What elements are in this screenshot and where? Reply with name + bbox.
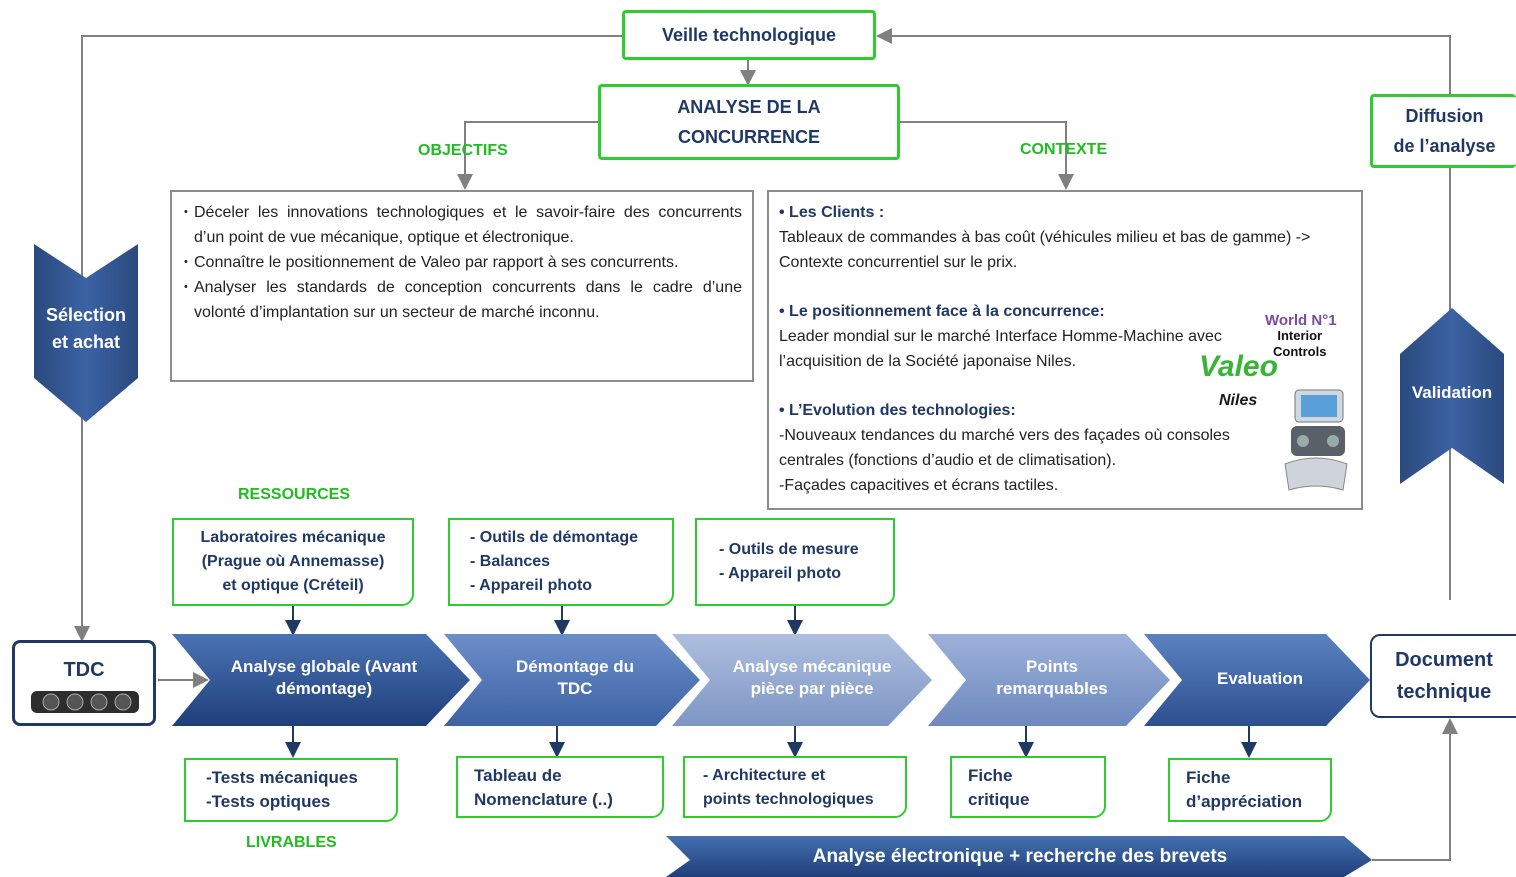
process-3-line: Analyse mécanique bbox=[732, 657, 892, 676]
valeo-wordmark: Valeo bbox=[1199, 350, 1278, 383]
ressource-2-line: - Outils de démontage bbox=[470, 529, 639, 546]
process-2-line: TDC bbox=[557, 679, 593, 698]
position-title: • Le positionnement face à la concurrenc… bbox=[779, 303, 1105, 320]
process-arrow-1 bbox=[172, 634, 470, 726]
ressource-2-line: - Balances bbox=[470, 553, 551, 570]
livrable-2-line: Nomenclature (..) bbox=[474, 790, 613, 809]
ressource-3-line: - Outils de mesure bbox=[719, 541, 859, 558]
console-image bbox=[1284, 389, 1348, 491]
selection-line2: et achat bbox=[51, 332, 121, 352]
livrable-box-2: Tableau de Nomenclature (..) bbox=[456, 756, 664, 818]
livrables-label: LIVRABLES bbox=[246, 834, 337, 851]
objectifs-box: Déceler les innovations technologiques e… bbox=[170, 190, 754, 382]
contexte-label: CONTEXTE bbox=[1020, 141, 1108, 158]
document-technique-box: Document technique bbox=[1370, 634, 1516, 718]
livrable-5-line: Fiche bbox=[1186, 768, 1231, 787]
ressource-box-1: Laboratoires mécanique (Prague où Annema… bbox=[172, 518, 414, 606]
evolution-item: -Nouveaux tendances du marché vers des f… bbox=[779, 427, 1230, 469]
livrable-box-1: -Tests mécaniques -Tests optiques bbox=[184, 758, 398, 822]
livrable-box-4: Fiche critique bbox=[950, 756, 1106, 818]
tdc-box: TDC bbox=[12, 640, 156, 726]
analyse-concurrence-box: ANALYSE DE LA CONCURRENCE bbox=[598, 84, 900, 160]
selection-text: Sélection et achat bbox=[34, 302, 138, 356]
process-label-4: Points remarquables bbox=[966, 656, 1138, 700]
electronique-arrow bbox=[666, 836, 1372, 877]
ressource-2-line: - Appareil photo bbox=[470, 577, 593, 594]
livrable-1-line: -Tests optiques bbox=[206, 792, 331, 811]
process-arrow-2 bbox=[444, 634, 700, 726]
validation-text: Validation bbox=[1411, 383, 1493, 402]
position-text: Leader mondial sur le marché Interface H… bbox=[779, 328, 1222, 370]
evolution-title-text: L’Evolution des technologies: bbox=[789, 402, 1016, 419]
diffusion-line2: de l’analyse bbox=[1393, 136, 1496, 156]
livrable-3-line: points technologiques bbox=[703, 791, 874, 808]
process-arrow-3 bbox=[672, 634, 932, 726]
selection-chevron-shape bbox=[34, 244, 138, 422]
evolution-item: -Façades capacitives et écrans tactiles. bbox=[779, 477, 1059, 494]
diffusion-box: Diffusion de l’analyse bbox=[1370, 94, 1516, 168]
ressources-label: RESSOURCES bbox=[238, 486, 351, 503]
process-3-line: pièce par pièce bbox=[750, 679, 874, 698]
position-title-text: Le positionnement face à la concurrence: bbox=[789, 303, 1105, 320]
tdc-label: TDC bbox=[63, 659, 105, 681]
livrable-4-line: critique bbox=[968, 790, 1030, 809]
ressource-3-line: - Appareil photo bbox=[719, 565, 842, 582]
process-arrow-4 bbox=[928, 634, 1170, 726]
process-label-1: Analyse globale (Avant démontage) bbox=[212, 656, 436, 700]
validation-chevron-shape bbox=[1400, 308, 1504, 484]
ressource-1-line: (Prague où Annemasse) bbox=[201, 553, 385, 570]
livrable-5-line: d’appréciation bbox=[1186, 792, 1303, 811]
process-2-line: Démontage du bbox=[515, 657, 635, 676]
livrable-box-3: - Architecture et points technologiques bbox=[683, 756, 907, 818]
ressource-box-3: - Outils de mesure - Appareil photo bbox=[695, 518, 895, 606]
process-label-5: Evaluation bbox=[1180, 668, 1340, 690]
process-4-line: Points bbox=[1026, 657, 1078, 676]
interior-controls-text: Interior Controls bbox=[1273, 328, 1326, 360]
ressource-1-line: Laboratoires mécanique bbox=[200, 529, 386, 546]
document-line1: Document bbox=[1395, 649, 1493, 671]
controls-text: Controls bbox=[1273, 344, 1327, 359]
clients-text: Tableaux de commandes à bas coût (véhicu… bbox=[779, 229, 1311, 271]
veille-box: Veille technologique bbox=[622, 10, 876, 60]
objectifs-label: OBJECTIFS bbox=[418, 142, 508, 159]
veille-label: Veille technologique bbox=[661, 24, 837, 45]
clients-title: • Les Clients : bbox=[779, 204, 885, 221]
process-label-2: Démontage du TDC bbox=[480, 656, 670, 700]
contexte-box: • Les Clients : Tableaux de commandes à … bbox=[767, 190, 1363, 510]
world-no1-text: World N°1 bbox=[1265, 312, 1337, 329]
process-1-line: démontage) bbox=[275, 679, 373, 698]
electronique-label: Analyse électronique + recherche des bre… bbox=[812, 846, 1228, 867]
livrable-box-5: Fiche d’appréciation bbox=[1168, 758, 1332, 822]
interior-text: Interior bbox=[1277, 328, 1323, 343]
objectif-item: Analyser les standards de conception con… bbox=[184, 275, 742, 325]
analyse-concurrence-line2: CONCURRENCE bbox=[677, 127, 820, 147]
ressource-1-line: et optique (Créteil) bbox=[222, 577, 364, 594]
process-4-line: remarquables bbox=[996, 679, 1108, 698]
process-5-line: Evaluation bbox=[1217, 669, 1303, 688]
evolution-title: • L’Evolution des technologies: bbox=[779, 402, 1016, 419]
livrable-1-line: -Tests mécaniques bbox=[206, 768, 358, 787]
niles-wordmark: Niles bbox=[1219, 392, 1258, 409]
ressource-box-2: - Outils de démontage - Balances - Appar… bbox=[448, 518, 674, 606]
livrable-4-line: Fiche bbox=[968, 766, 1013, 785]
diffusion-line1: Diffusion bbox=[1405, 106, 1484, 126]
selection-line1: Sélection bbox=[45, 305, 127, 325]
process-arrow-5 bbox=[1144, 634, 1370, 726]
objectif-item: Déceler les innovations technologiques e… bbox=[184, 200, 742, 250]
validation-chevron: Validation bbox=[1400, 308, 1504, 484]
valeo-logo: World N°1 Interior Controls Valeo Niles bbox=[1189, 306, 1359, 506]
clients-title-text: Les Clients : bbox=[789, 204, 885, 221]
livrable-3-line: - Architecture et bbox=[703, 767, 826, 784]
process-label-3: Analyse mécanique pièce par pièce bbox=[712, 656, 912, 700]
process-1-line: Analyse globale (Avant bbox=[230, 657, 418, 676]
analyse-concurrence-line1: ANALYSE DE LA bbox=[677, 97, 821, 117]
objectif-item: Connaître le positionnement de Valeo par… bbox=[184, 250, 742, 275]
selection-chevron: Sélection et achat bbox=[34, 244, 138, 422]
document-line2: technique bbox=[1396, 681, 1492, 703]
tdc-image bbox=[31, 691, 139, 713]
objectifs-list: Déceler les innovations technologiques e… bbox=[184, 200, 742, 325]
livrable-2-line: Tableau de bbox=[474, 766, 562, 785]
